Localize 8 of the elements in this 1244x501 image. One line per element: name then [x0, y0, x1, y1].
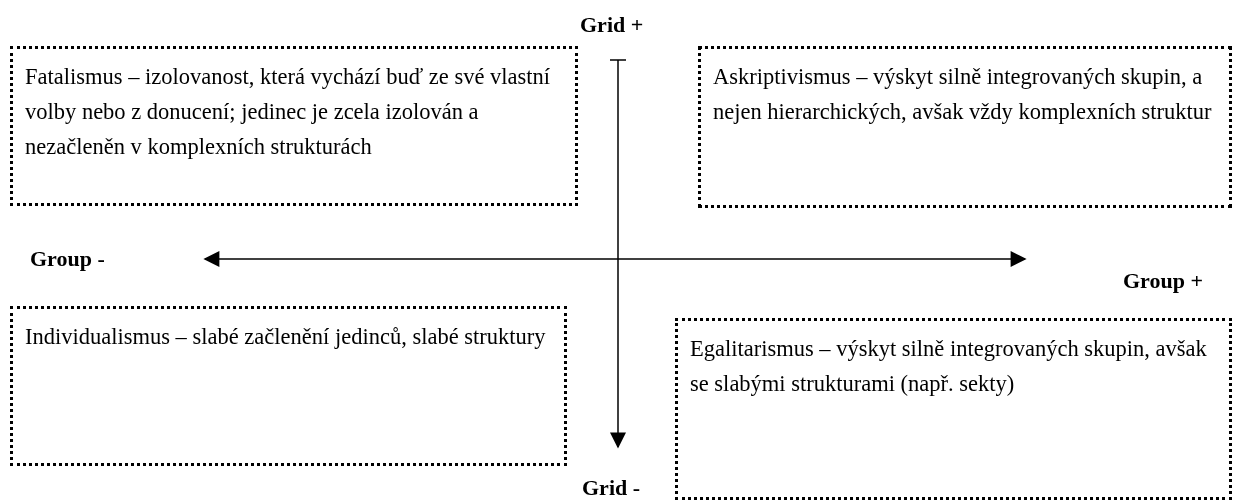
- quadrant-box: Fatalismus – izolovanost, která vychází buď ze své vlastní volby nebo z donucení; jedinec je zcela izolován a nezačleněn v komplexních strukturách: [10, 46, 578, 206]
- quadrant-box: Individualismus – slabé začlenění jedinců, slabé struktury: [10, 306, 567, 466]
- quadrant-box: Askriptivismus – výskyt silně integrovaných skupin, a nejen hierarchických, avšak vždy komplexních struktur: [698, 46, 1232, 208]
- axis-label: Group -: [30, 246, 105, 272]
- axis-label: Grid +: [580, 12, 644, 38]
- quadrant-box: Egalitarismus – výskyt silně integrovaných skupin, avšak se slabými strukturami (např. sekty): [675, 318, 1232, 500]
- axis-label: Grid -: [582, 475, 641, 501]
- axis-label: Group +: [1123, 268, 1203, 294]
